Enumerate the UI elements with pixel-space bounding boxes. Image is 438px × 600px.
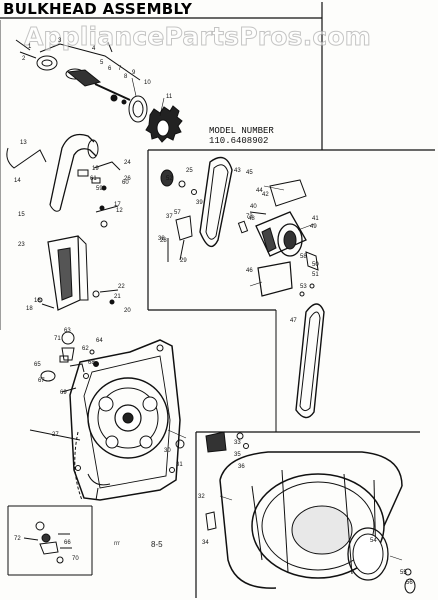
part-label: 13 xyxy=(20,140,27,146)
drive-belt xyxy=(295,303,325,419)
part-label: 24 xyxy=(124,160,131,166)
part-label: 26 xyxy=(124,176,131,182)
page-mark: rrr xyxy=(114,541,120,547)
part-label: 63 xyxy=(64,328,71,334)
part-label: 4 xyxy=(92,46,96,52)
part-label: 65 xyxy=(34,362,41,368)
part-label: 47 xyxy=(290,318,297,324)
part-label: 17 xyxy=(114,202,121,208)
part-label: 35 xyxy=(234,452,241,458)
part-label: 12 xyxy=(116,208,123,214)
part-label: 69 xyxy=(60,390,67,396)
inset-detail xyxy=(23,521,72,564)
part-label: 3 xyxy=(58,38,62,44)
watermark: AppliancePartsPros.com xyxy=(23,22,372,52)
part-label: 7 xyxy=(118,66,122,72)
part-label: 8 xyxy=(124,74,128,80)
part-label: 68 xyxy=(88,360,95,366)
part-label: 29 xyxy=(180,258,187,264)
part-label: 70 xyxy=(72,556,79,562)
part-label: 40 xyxy=(250,204,257,210)
part-label: 25 xyxy=(186,168,193,174)
part-label: 19 xyxy=(92,166,99,172)
duct-elbow xyxy=(6,133,121,228)
part-label: 30 xyxy=(164,448,171,454)
part-label: 38 xyxy=(158,236,165,242)
part-label: 27 xyxy=(52,432,59,438)
part-label: 33 xyxy=(234,440,241,446)
part-label: 2 xyxy=(22,56,26,62)
part-label: 42 xyxy=(262,192,269,198)
part-label: 50 xyxy=(312,262,319,268)
part-label: 23 xyxy=(18,242,25,248)
lint-housing xyxy=(37,235,119,311)
part-label: 44 xyxy=(256,188,263,194)
part-label: 9 xyxy=(132,70,136,76)
part-label: 66 xyxy=(64,540,71,546)
part-label: 55 xyxy=(400,570,407,576)
part-label: 51 xyxy=(312,272,319,278)
part-label: 62 xyxy=(82,346,89,352)
part-label: 1 xyxy=(28,44,32,50)
part-label: 49 xyxy=(310,224,317,230)
part-label: 14 xyxy=(14,178,21,184)
part-label: 54 xyxy=(370,538,377,544)
model-label: MODEL NUMBER xyxy=(209,126,274,136)
part-label: 16 xyxy=(34,298,41,304)
part-label: 43 xyxy=(234,168,241,174)
part-label: 11 xyxy=(166,94,173,100)
part-label: 20 xyxy=(124,308,131,314)
page-code: 8-5 xyxy=(151,540,163,549)
part-label: 59 xyxy=(96,186,103,192)
part-label: 36 xyxy=(238,464,245,470)
part-label: 64 xyxy=(96,338,103,344)
part-label: 71 xyxy=(54,336,61,342)
part-label: 6 xyxy=(108,66,112,72)
part-label: 31 xyxy=(176,462,183,468)
part-label: 73 xyxy=(246,214,253,220)
part-label: 52 xyxy=(166,176,173,182)
small-parts xyxy=(40,331,99,393)
part-label: 18 xyxy=(26,306,33,312)
leader-lines xyxy=(131,77,403,561)
part-label: 21 xyxy=(114,294,121,300)
part-label: 67 xyxy=(38,378,45,384)
part-label: 32 xyxy=(198,494,205,500)
part-label: 41 xyxy=(312,216,319,222)
bulkhead-panel xyxy=(29,339,185,501)
motor-assembly xyxy=(160,156,319,297)
part-label: 72 xyxy=(14,536,21,542)
part-label: 60 xyxy=(122,180,129,186)
part-label: 56 xyxy=(406,580,413,586)
part-label: 53 xyxy=(300,284,307,290)
part-label: 5 xyxy=(100,60,104,66)
dryer-drum xyxy=(205,431,416,594)
part-label: 37 xyxy=(166,214,173,220)
model-number-block: MODEL NUMBER 110.6408902 xyxy=(209,126,274,146)
part-label: 61 xyxy=(90,176,97,182)
part-label: 46 xyxy=(246,268,253,274)
part-label: 45 xyxy=(246,170,253,176)
part-label: 48 xyxy=(248,216,255,222)
diagram-title: BULKHEAD ASSEMBLY xyxy=(3,0,193,18)
part-label: 34 xyxy=(202,540,209,546)
part-label: 58 xyxy=(300,254,307,260)
part-label: 39 xyxy=(196,200,203,206)
part-label: 57 xyxy=(174,210,181,216)
roller-assembly xyxy=(15,39,183,143)
part-label: 10 xyxy=(144,80,151,86)
part-label: 28 xyxy=(160,238,167,244)
model-number: 110.6408902 xyxy=(209,136,269,146)
part-label: 15 xyxy=(18,212,25,218)
part-label: 22 xyxy=(118,284,125,290)
